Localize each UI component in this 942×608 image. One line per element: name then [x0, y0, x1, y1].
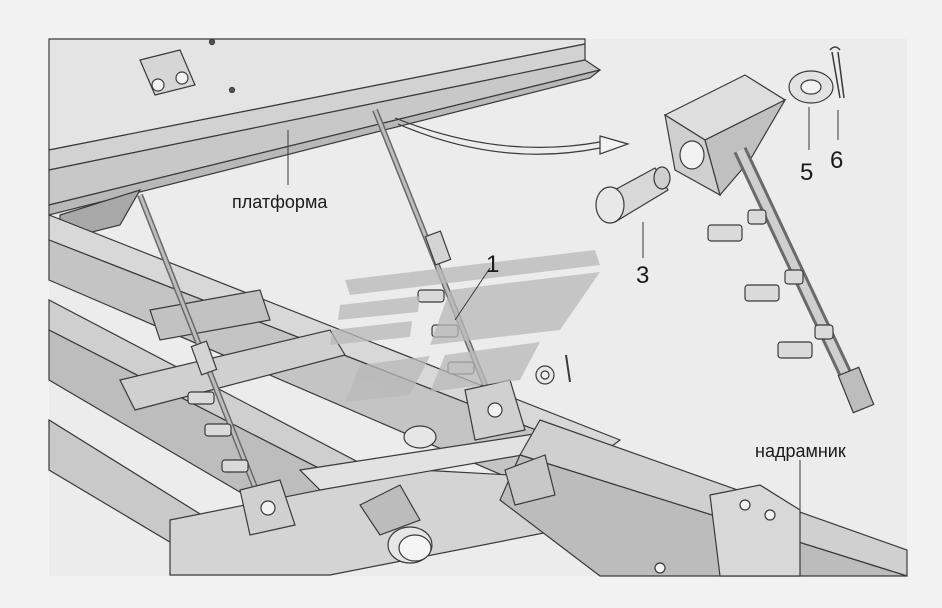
exploded-stay	[663, 74, 875, 414]
washer-part	[788, 70, 834, 104]
callout-1: 1	[486, 251, 499, 278]
leader-lines	[287, 107, 839, 520]
platform-part	[48, 38, 602, 241]
assembly-arrow	[394, 117, 601, 148]
stay-left	[137, 193, 296, 536]
watermark-logo	[330, 250, 600, 402]
callout-6: 6	[830, 147, 843, 174]
platform-label: платформа	[232, 192, 328, 212]
callout-5: 5	[800, 159, 813, 186]
subframe-label: надрамник	[755, 441, 846, 461]
cotter-pin-part	[829, 46, 845, 99]
callout-3: 3	[636, 262, 649, 289]
pin-part	[595, 166, 671, 224]
